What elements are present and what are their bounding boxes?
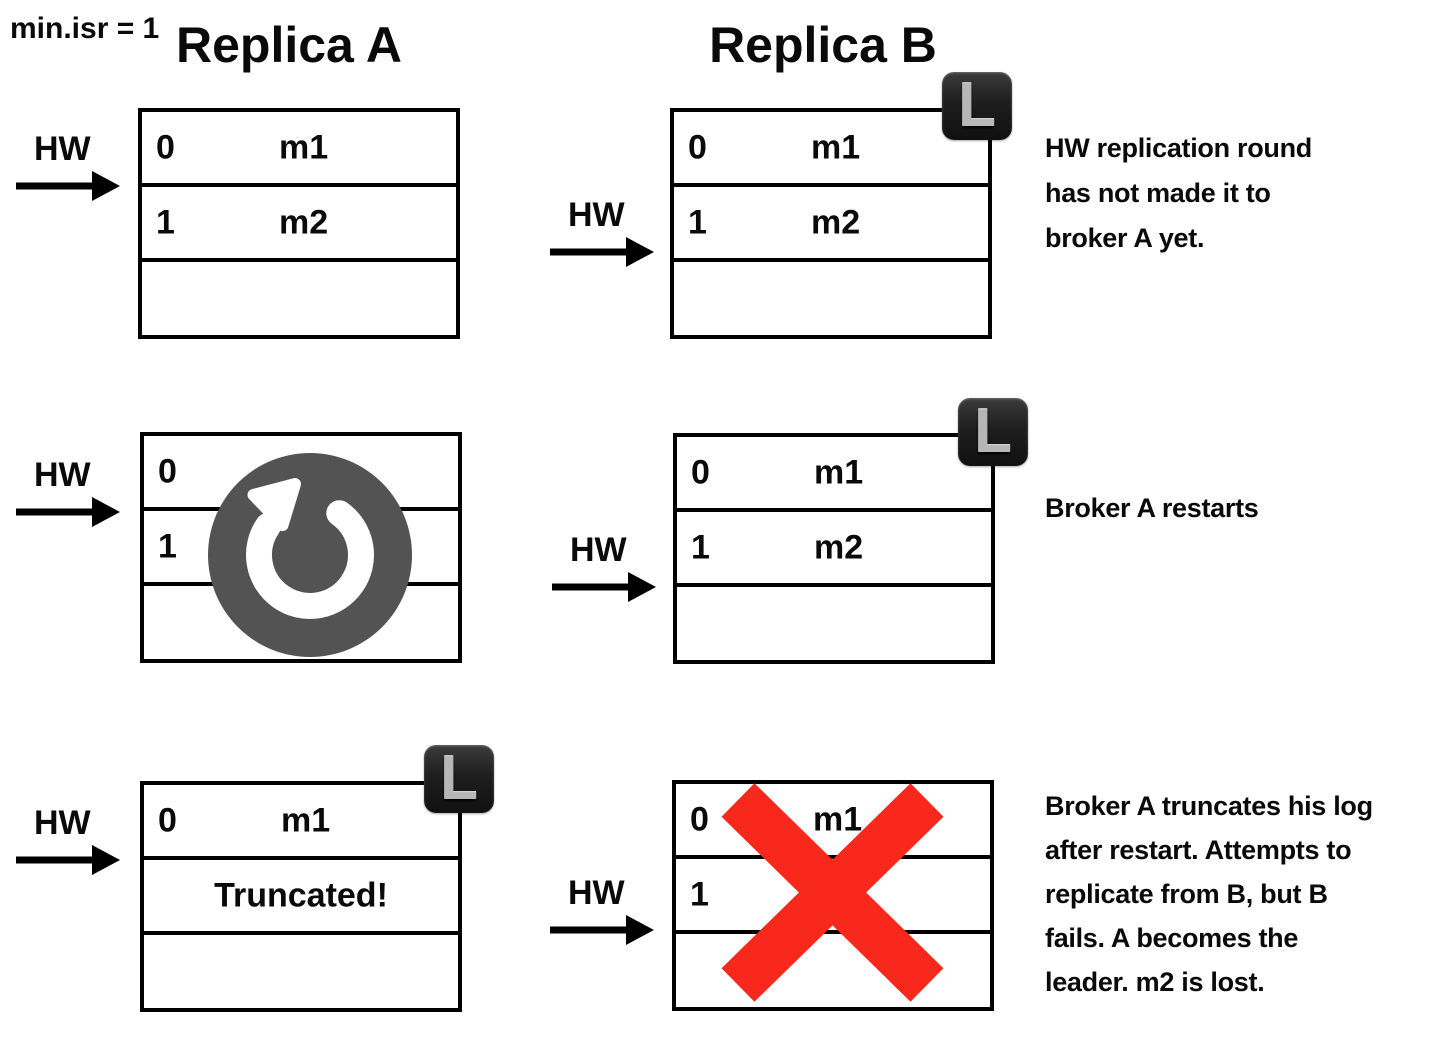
log-entry: 0 m1 bbox=[144, 785, 458, 860]
leader-badge-letter: L bbox=[958, 71, 996, 140]
log-offset: 1 bbox=[690, 875, 709, 913]
log-message: m1 bbox=[281, 801, 331, 839]
hw-marker-b2: HW bbox=[550, 531, 668, 607]
log-offset: 0 bbox=[690, 800, 709, 838]
log-entry-empty bbox=[677, 587, 991, 660]
log-entry: 1 m2 bbox=[677, 512, 991, 587]
hw-marker-b3: HW bbox=[548, 874, 666, 950]
failure-x-icon bbox=[721, 783, 944, 1002]
log-message: m1 bbox=[811, 128, 861, 166]
log-entry-empty bbox=[674, 262, 988, 335]
log-message: m1 bbox=[279, 128, 329, 166]
log-message: m2 bbox=[811, 203, 861, 241]
restart-icon bbox=[208, 453, 412, 657]
replica-a-log-scenario-1: 0 m1 1 m2 bbox=[138, 108, 460, 339]
log-entry: 0 m1 bbox=[676, 784, 990, 859]
log-entry-empty bbox=[142, 262, 456, 335]
note-line: HW replication round bbox=[1045, 133, 1312, 163]
log-offset: 0 bbox=[688, 128, 707, 166]
log-entry-empty bbox=[144, 935, 458, 1008]
note-line: replicate from B, but B bbox=[1045, 879, 1328, 909]
leader-badge-letter: L bbox=[974, 397, 1012, 466]
log-message: m2 bbox=[279, 203, 329, 241]
hw-marker-a3: HW bbox=[14, 804, 132, 880]
hw-arrow-icon bbox=[16, 171, 120, 201]
log-message: m1 bbox=[814, 453, 864, 491]
hw-arrow-icon bbox=[16, 845, 120, 875]
note-line: after restart. Attempts to bbox=[1045, 835, 1352, 865]
hw-label: HW bbox=[570, 531, 627, 569]
log-offset: 0 bbox=[156, 128, 175, 166]
note-line: Broker A restarts bbox=[1045, 493, 1259, 523]
log-entry: 0 m1 bbox=[142, 112, 456, 187]
replica-b-log-scenario-2: 0 m1 1 m2 bbox=[673, 433, 995, 664]
leader-badge-letter: L bbox=[440, 744, 478, 813]
log-message: m2 bbox=[814, 528, 864, 566]
log-offset: 1 bbox=[688, 203, 707, 241]
log-offset: 1 bbox=[691, 528, 710, 566]
hw-label: HW bbox=[34, 804, 91, 842]
hw-label: HW bbox=[34, 456, 91, 494]
log-entry: 1 bbox=[676, 859, 990, 934]
log-offset: 0 bbox=[158, 452, 177, 490]
note-line: leader. m2 is lost. bbox=[1045, 967, 1265, 997]
hw-marker-a2: HW bbox=[14, 456, 132, 532]
note-line: has not made it to bbox=[1045, 178, 1271, 208]
scenario-3-note: Broker A truncates his log after restart… bbox=[1045, 784, 1373, 1004]
replica-b-title: Replica B bbox=[709, 17, 937, 73]
note-line: fails. A becomes the bbox=[1045, 923, 1299, 953]
log-offset: 1 bbox=[158, 527, 177, 565]
log-entry: 1 m2 bbox=[142, 187, 456, 262]
replica-a-title: Replica A bbox=[175, 17, 402, 73]
hw-marker-b1: HW bbox=[548, 196, 666, 272]
log-offset: 1 bbox=[156, 203, 175, 241]
log-entry: 1 m2 bbox=[674, 187, 988, 262]
min-isr-config-label: min.isr = 1 bbox=[10, 12, 160, 45]
log-offset: 0 bbox=[158, 801, 177, 839]
log-entry: 0 m1 bbox=[677, 437, 991, 512]
replica-a-log-scenario-3: 0 m1 Truncated! bbox=[140, 781, 462, 1012]
hw-marker-a1: HW bbox=[14, 130, 132, 206]
replica-b-log-scenario-1: 0 m1 1 m2 bbox=[670, 108, 992, 339]
leader-badge: L bbox=[424, 745, 494, 813]
scenario-1-note: HW replication round has not made it to … bbox=[1045, 126, 1312, 261]
log-entry-truncated: Truncated! bbox=[144, 860, 458, 935]
scenario-2-note: Broker A restarts bbox=[1045, 486, 1259, 531]
hw-arrow-icon bbox=[16, 497, 120, 527]
leader-badge: L bbox=[958, 398, 1028, 466]
log-entry: 0 m1 bbox=[674, 112, 988, 187]
note-line: Broker A truncates his log bbox=[1045, 791, 1373, 821]
hw-label: HW bbox=[568, 874, 625, 912]
hw-arrow-icon bbox=[550, 915, 654, 945]
log-message: m1 bbox=[813, 800, 863, 838]
hw-arrow-icon bbox=[552, 572, 656, 602]
log-offset: 0 bbox=[691, 453, 710, 491]
hw-label: HW bbox=[34, 130, 91, 168]
hw-arrow-icon bbox=[550, 237, 654, 267]
truncated-label: Truncated! bbox=[214, 876, 388, 914]
hw-label: HW bbox=[568, 196, 625, 234]
note-line: broker A yet. bbox=[1045, 223, 1205, 253]
leader-badge: L bbox=[942, 72, 1012, 140]
